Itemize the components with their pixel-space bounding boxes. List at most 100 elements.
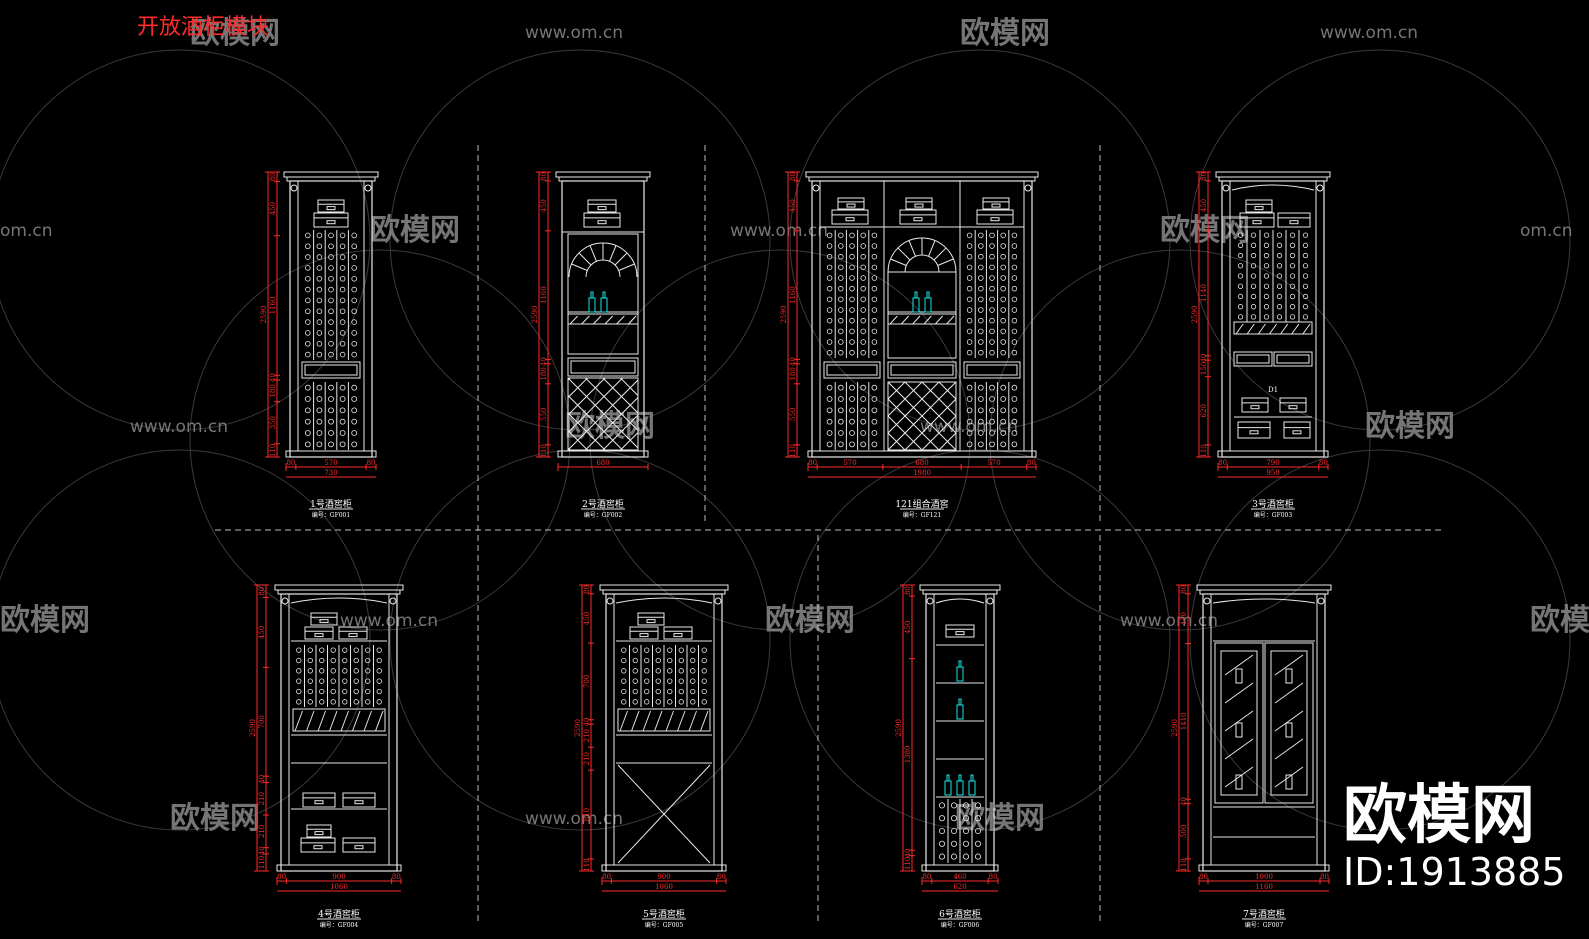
bottle-slot xyxy=(316,254,323,260)
dimension-label: 700 xyxy=(583,675,591,688)
bottle-slot xyxy=(632,678,638,684)
storage-box xyxy=(587,199,617,213)
bottle-slot xyxy=(1250,232,1257,238)
bottle-slot xyxy=(351,384,358,391)
bottle-slot xyxy=(319,699,325,705)
dimension-label: 150 xyxy=(1200,362,1208,375)
cabinet-plinth xyxy=(807,450,1037,458)
display-bottle xyxy=(1235,668,1243,684)
storage-box-handle xyxy=(314,831,324,836)
dimension-label: 110 xyxy=(789,444,797,457)
arch-niche xyxy=(567,233,639,355)
drawer-inset xyxy=(890,364,954,376)
bottle-slot xyxy=(621,657,627,664)
display-bottle xyxy=(1235,774,1243,790)
bottle-slot xyxy=(838,285,844,292)
dimension-label: 80 xyxy=(1199,873,1208,881)
bottle-slot xyxy=(989,296,995,303)
wine-bottle-neck xyxy=(602,291,606,299)
storage-box xyxy=(342,837,376,853)
bottle-slot xyxy=(339,297,346,304)
dimension-label: 40 xyxy=(269,373,277,382)
bottle-slot xyxy=(1289,314,1296,320)
storage-box xyxy=(837,197,865,210)
dimension-label: 80 xyxy=(789,172,797,181)
bottle-slot xyxy=(655,657,661,664)
bottle-slot xyxy=(950,840,958,847)
display-bottle xyxy=(1235,722,1243,738)
bottle-slot xyxy=(621,668,627,674)
bottle-slot xyxy=(690,688,696,695)
dimension-label: 1160 xyxy=(269,297,277,315)
bottle-slot xyxy=(339,265,346,271)
bottle-slot xyxy=(837,430,844,436)
bottle-slot xyxy=(966,296,973,303)
bottle-slot xyxy=(1263,242,1270,248)
slanted-rack xyxy=(946,315,955,325)
bottle-slot xyxy=(966,407,973,414)
lattice-bar xyxy=(938,382,956,400)
bottle-slot xyxy=(849,407,855,414)
bottle-slot xyxy=(316,265,323,271)
bottle-slot xyxy=(826,407,833,414)
bottle-slot xyxy=(339,275,346,282)
watermark-brand: 欧模网 xyxy=(955,801,1045,836)
dimension-label: 570 xyxy=(843,459,856,467)
storage-box xyxy=(302,792,336,808)
bottle-slot xyxy=(328,243,334,250)
bottle-slot xyxy=(339,351,346,358)
slanted-rack xyxy=(1246,323,1255,335)
storage-box-handle xyxy=(326,220,336,225)
bottle-slot xyxy=(351,430,358,436)
dimension-label: 460 xyxy=(953,873,966,881)
bottle-slot xyxy=(307,668,313,674)
bottle-slot xyxy=(1011,384,1018,391)
bottle-slot xyxy=(871,232,878,239)
bottle-slot xyxy=(632,657,638,664)
dimension-label: 1060 xyxy=(330,883,348,891)
slanted-rack xyxy=(329,710,338,732)
lattice-bar xyxy=(568,379,638,450)
dimension-label: 80 xyxy=(1320,873,1329,881)
bottle-slot xyxy=(966,328,973,335)
storage-box-handle xyxy=(1254,206,1264,211)
cabinet-plinth xyxy=(557,450,649,458)
bottle-slot xyxy=(305,243,311,250)
bottle-slot xyxy=(339,286,346,293)
bottle-slot xyxy=(678,678,684,684)
bottle-slot xyxy=(1302,273,1309,279)
bottle-slot xyxy=(1011,339,1018,345)
watermark-brand: 欧模网 xyxy=(1365,409,1455,444)
slanted-rack-frame xyxy=(887,313,957,325)
storage-box-handle xyxy=(1288,405,1298,410)
dimension-label: 2590 xyxy=(531,306,539,324)
bottle-slot xyxy=(316,351,323,358)
watermark-url: www.om.cn xyxy=(1320,23,1418,43)
bottle-slot xyxy=(1011,285,1018,292)
bottle-slot xyxy=(304,441,311,448)
bottle-slot xyxy=(838,317,844,324)
storage-box-handle xyxy=(913,217,923,222)
bottle-slot xyxy=(838,253,844,260)
bottle-slot xyxy=(1237,283,1244,289)
bottle-slot xyxy=(1276,252,1283,259)
slanted-rack xyxy=(923,315,932,325)
bottle-slot xyxy=(328,286,334,293)
dimension-label: 80 xyxy=(904,586,912,595)
storage-box xyxy=(663,626,693,640)
bottle-slot xyxy=(871,317,878,324)
dimension-label: 620 xyxy=(1200,404,1208,417)
dimension-label: 1160 xyxy=(789,286,797,304)
bottle-slot xyxy=(1000,243,1006,249)
storage-box xyxy=(637,612,665,626)
dimension-label: 2590 xyxy=(574,719,582,737)
storage-box xyxy=(831,209,869,225)
bottle-slot xyxy=(1237,232,1244,238)
dimension-label: 350 xyxy=(269,416,277,429)
corbel-ornament xyxy=(606,597,614,605)
corbel-ornament xyxy=(290,184,298,192)
bottle-slot xyxy=(339,254,346,260)
dimension-label: 80 xyxy=(258,587,266,596)
